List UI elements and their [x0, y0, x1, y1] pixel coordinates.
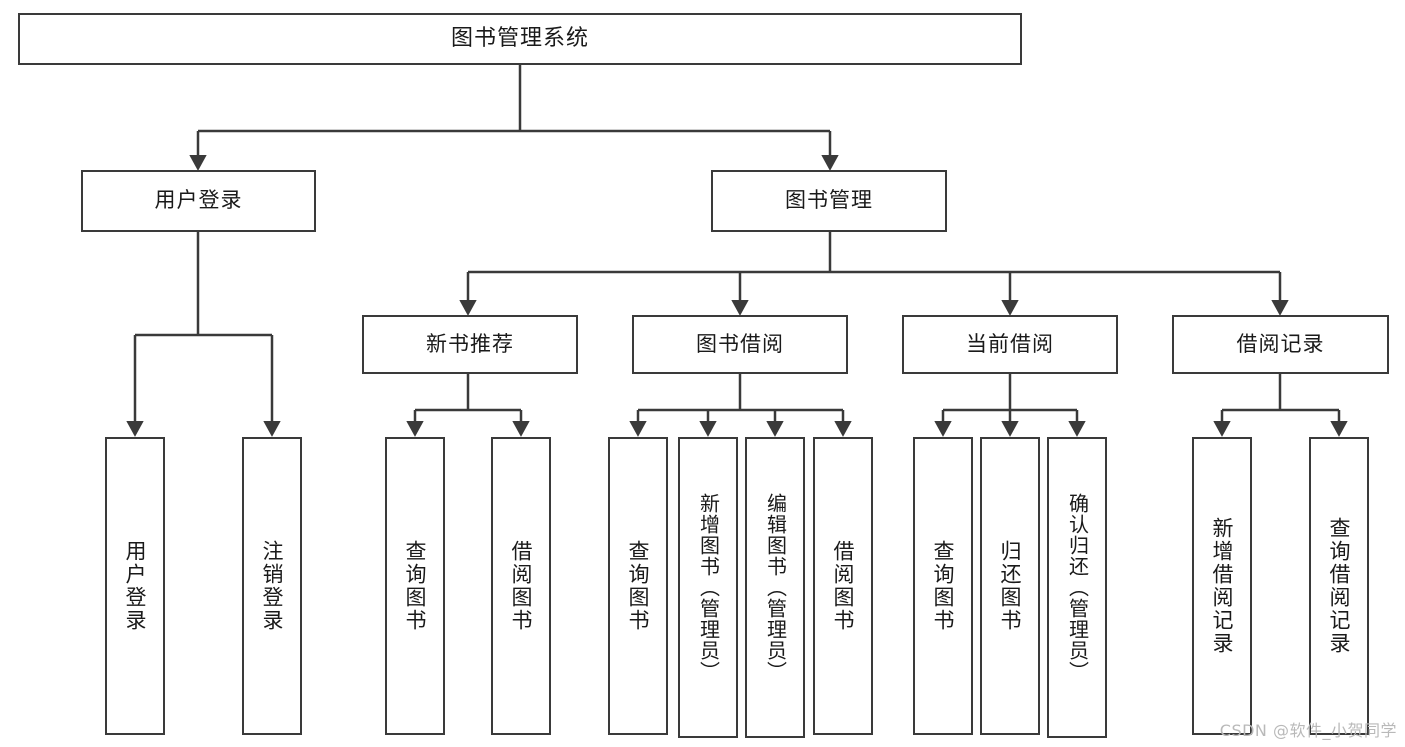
- node-user-login[interactable]: 用户登录: [81, 170, 316, 232]
- leaf-logout[interactable]: 注销登录: [242, 437, 302, 735]
- leaf-return-book[interactable]: 归还图书: [980, 437, 1040, 735]
- leaf-borrow-book-recommend[interactable]: 借阅图书: [491, 437, 551, 735]
- leaf-query-book-borrowing[interactable]: 查询图书: [608, 437, 668, 735]
- leaf-user-login[interactable]: 用户登录: [105, 437, 165, 735]
- node-current-borrowing[interactable]: 当前借阅: [902, 315, 1118, 374]
- node-borrowing-record[interactable]: 借阅记录: [1172, 315, 1389, 374]
- leaf-query-borrowing-record[interactable]: 查询借阅记录: [1309, 437, 1369, 735]
- csdn-watermark: CSDN @软件_小贺同学: [1219, 721, 1397, 740]
- leaf-confirm-return-admin[interactable]: 确认归还（管理员）: [1047, 437, 1107, 738]
- node-new-book-recommend[interactable]: 新书推荐: [362, 315, 578, 374]
- leaf-add-book-admin[interactable]: 新增图书（管理员）: [678, 437, 738, 738]
- leaf-edit-book-admin[interactable]: 编辑图书（管理员）: [745, 437, 805, 738]
- node-book-borrowing[interactable]: 图书借阅: [632, 315, 848, 374]
- node-book-management[interactable]: 图书管理: [711, 170, 947, 232]
- leaf-query-book-recommend[interactable]: 查询图书: [385, 437, 445, 735]
- node-book-management-system[interactable]: 图书管理系统: [18, 13, 1022, 65]
- leaf-query-book-current[interactable]: 查询图书: [913, 437, 973, 735]
- leaf-add-borrowing-record[interactable]: 新增借阅记录: [1192, 437, 1252, 735]
- leaf-borrow-book-borrowing[interactable]: 借阅图书: [813, 437, 873, 735]
